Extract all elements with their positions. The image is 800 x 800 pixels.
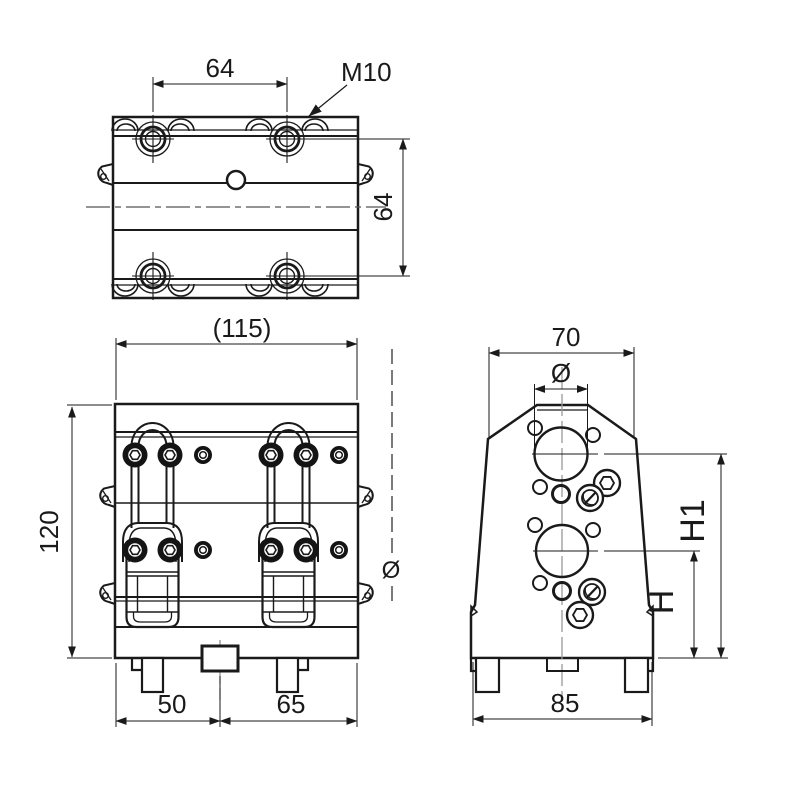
dim-side-bore-group: Ø (534, 358, 588, 450)
dim-side-h: H (643, 590, 681, 615)
front-feet (130, 656, 310, 694)
dim-side-base-width-group: 85 (472, 662, 653, 726)
side-bore-diameter-symbol: Ø (551, 358, 571, 388)
top-view: 64 M10 64 (86, 53, 410, 302)
front-right-tab-upper (357, 485, 374, 508)
dim-side-h1: H1 (674, 499, 712, 542)
tool-circle-reference: Ø (382, 349, 401, 602)
dim-side-top-width: 70 (552, 322, 581, 352)
dim-front-offsets-group: 50 65 (115, 663, 358, 727)
lower-bore-group (527, 517, 607, 630)
thread-callout-group: M10 (308, 57, 392, 117)
center-hole (225, 169, 247, 191)
thread-callout: M10 (341, 57, 392, 87)
dim-top-bolt-spacing-v-group: 64 (296, 138, 410, 277)
right-tab (357, 163, 374, 186)
front-view: (115) 120 50 65 Ø (34, 313, 400, 727)
dim-front-height-group: 120 (34, 404, 112, 659)
dim-side-base-width: 85 (551, 688, 580, 718)
dim-front-height: 120 (34, 510, 64, 553)
dim-side-heights-group: H1 H (643, 453, 728, 659)
front-right-tab-lower (357, 582, 374, 605)
left-tab (97, 163, 114, 186)
dim-top-bolt-spacing-v: 64 (368, 193, 398, 222)
dim-front-offset-left: 50 (158, 689, 187, 719)
side-view: 70 Ø 85 H1 H (469, 322, 728, 726)
dim-top-bolt-spacing-h-group: 64 (152, 53, 288, 112)
bottom-key-block (200, 644, 240, 673)
dim-side-top-width-group: 70 (488, 322, 635, 437)
front-left-tab-upper (99, 485, 116, 508)
front-left-tab-lower (99, 582, 116, 605)
dim-front-offset-right: 65 (277, 689, 306, 719)
dim-front-overall-width-group: (115) (115, 313, 358, 400)
dim-front-overall-width: (115) (213, 313, 272, 343)
front-tool-circle-diameter-symbol: Ø (382, 557, 401, 584)
dim-top-bolt-spacing-h: 64 (206, 53, 235, 83)
side-feet (469, 656, 655, 694)
